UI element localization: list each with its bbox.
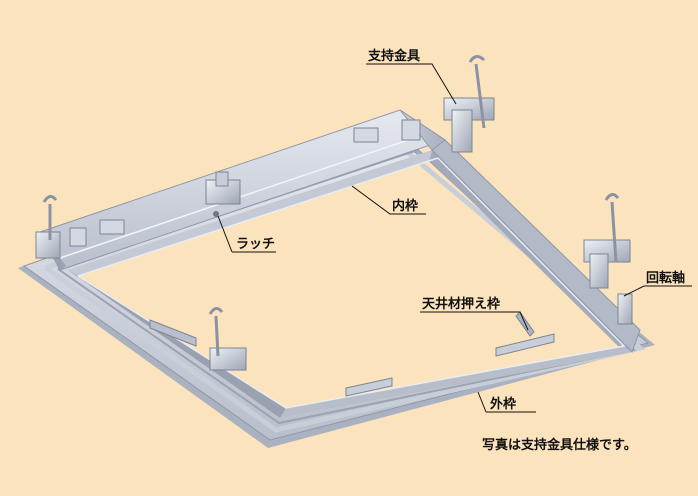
support-bracket-front-left xyxy=(208,307,247,371)
outer-frame-shape xyxy=(18,130,655,448)
leader-lines xyxy=(217,63,692,413)
label-pivot-shaft: 回転軸 xyxy=(646,270,685,286)
caption-note: 写真は支持金具仕様です。 xyxy=(482,438,637,453)
support-bracket-back-left xyxy=(35,195,61,259)
label-support-bracket: 支持金具 xyxy=(367,48,420,64)
rail-slots xyxy=(69,119,421,247)
support-bracket-right xyxy=(583,193,631,289)
label-outer-frame: 外枠 xyxy=(489,396,516,412)
pivot-shaft xyxy=(617,293,633,325)
label-ceiling-retainer: 天井材押え枠 xyxy=(422,296,500,312)
label-inner-frame: 内枠 xyxy=(392,198,418,214)
support-bracket-back-right xyxy=(443,55,495,153)
inner-frame-shape xyxy=(39,109,641,353)
label-latch: ラッチ xyxy=(236,237,275,252)
latch-mechanism xyxy=(205,171,241,217)
